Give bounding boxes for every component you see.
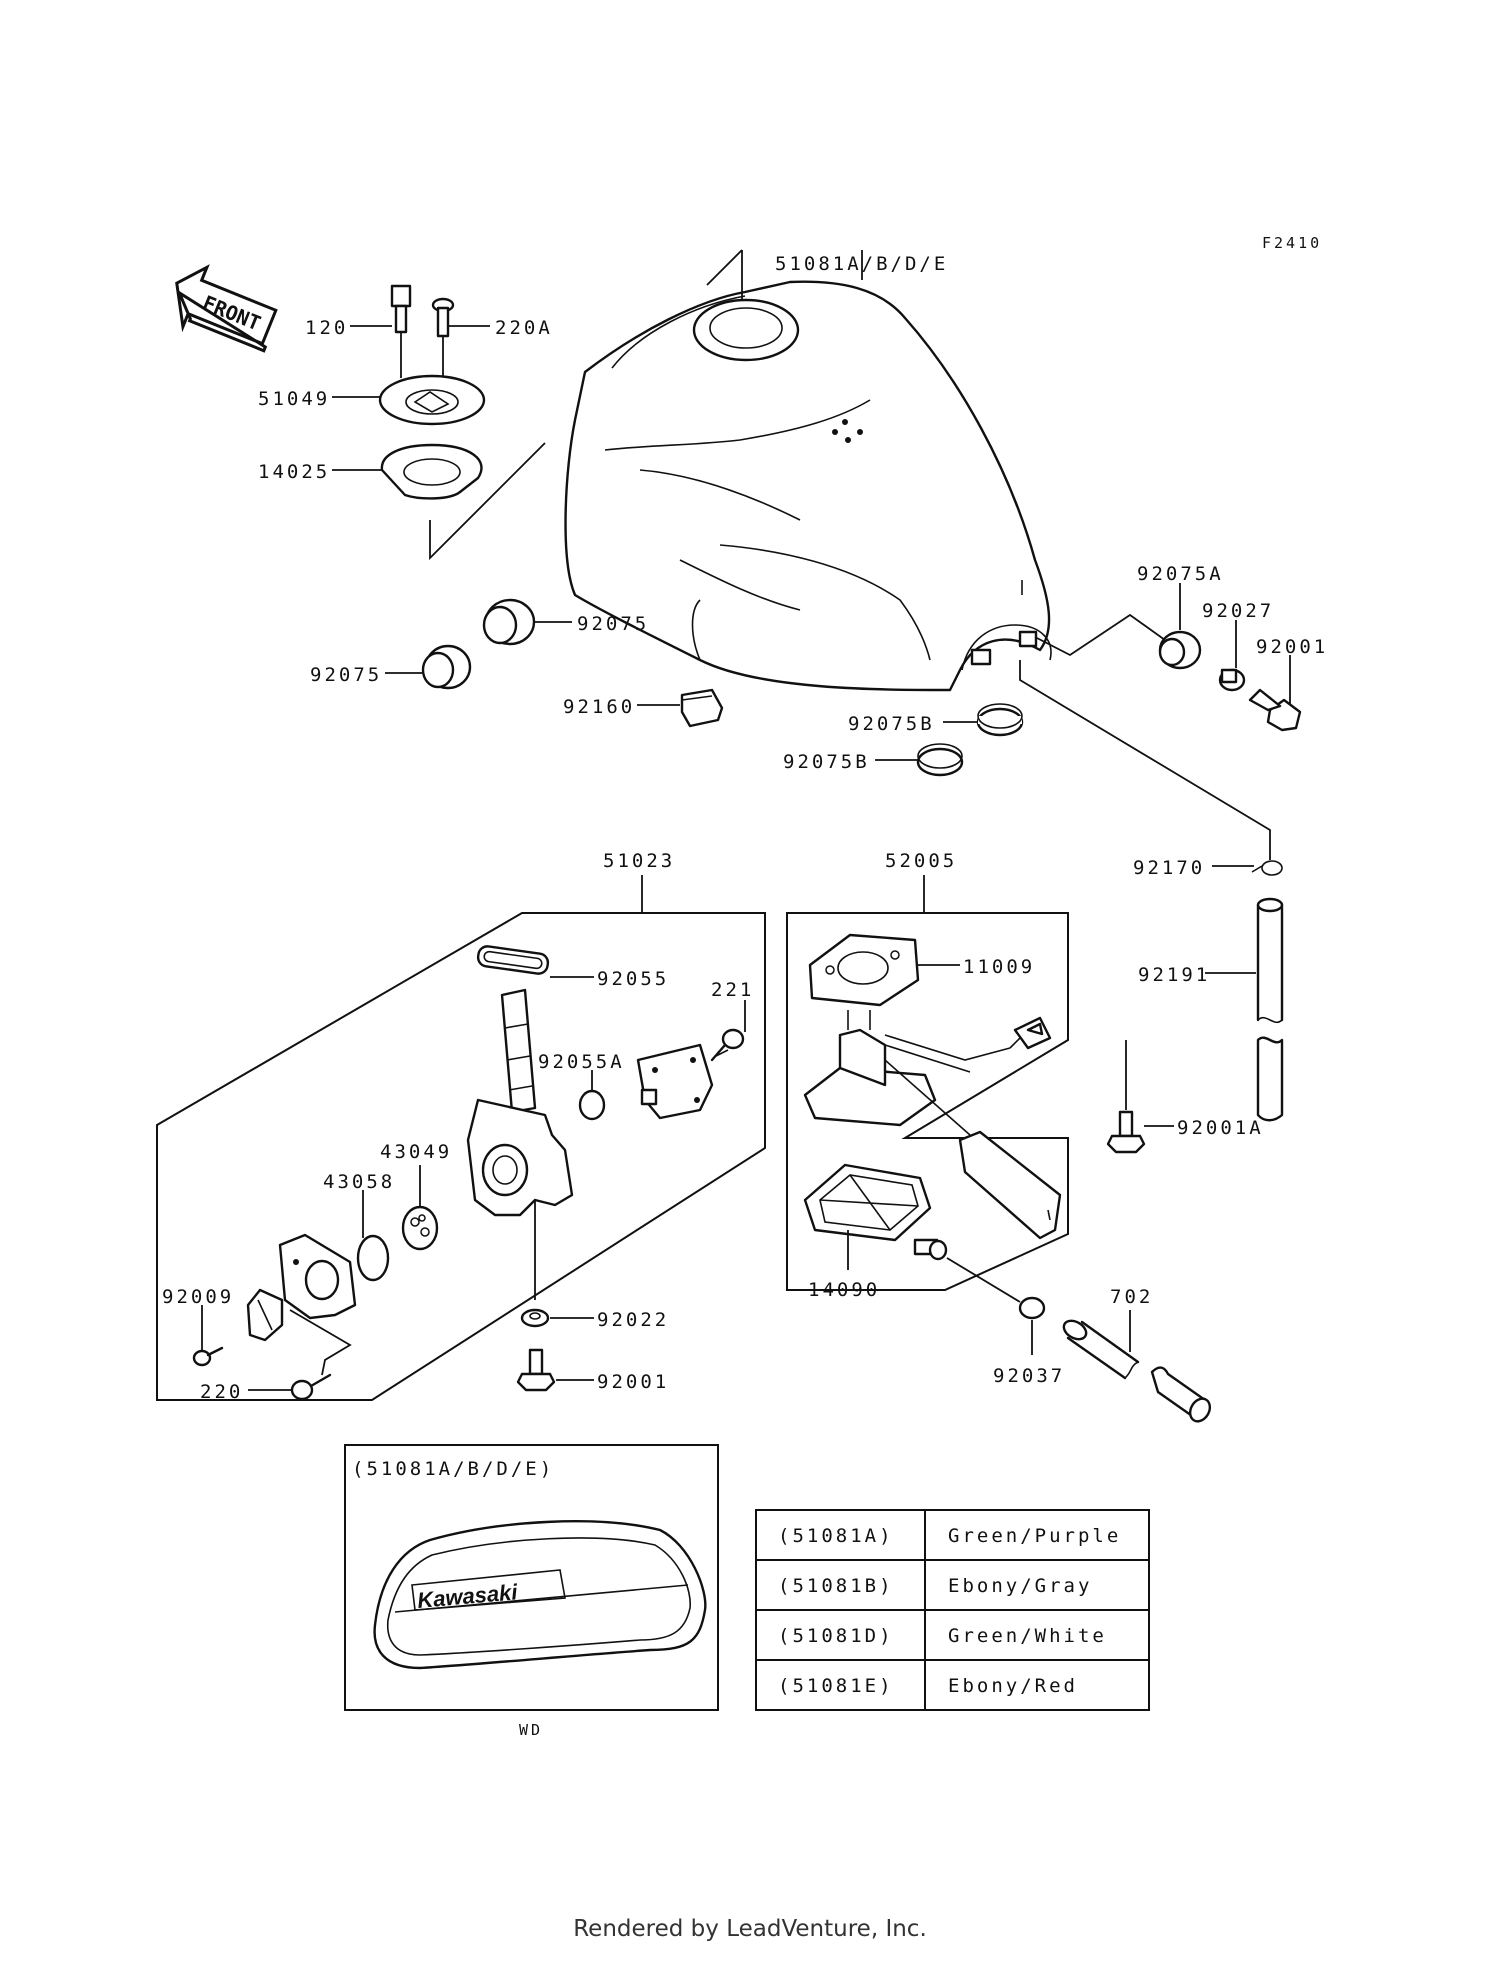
oring-92055A — [578, 1089, 606, 1121]
callout-120: 120 — [305, 317, 348, 339]
hose-702 — [1062, 1319, 1212, 1423]
callout-220: 220 — [200, 1381, 243, 1403]
callout-92001-bottom: 92001 — [597, 1371, 669, 1393]
callout-92009: 92009 — [162, 1286, 234, 1308]
callout-221: 221 — [711, 979, 754, 1001]
callout-92170: 92170 — [1133, 857, 1205, 879]
damper-92075B-upper — [976, 703, 1024, 737]
damper-92075-upper — [482, 598, 536, 646]
color-table: (51081A) Green/Purple (51081B) Ebony/Gra… — [755, 1509, 1150, 1711]
damper-92075B-lower — [916, 743, 964, 777]
table-color-0: Green/Purple — [948, 1525, 1121, 1547]
bolt-92001-bottom — [516, 1348, 556, 1392]
damper-92075-lower — [421, 644, 472, 690]
inset-box — [344, 1444, 719, 1711]
fuel-cock-body — [466, 988, 574, 1300]
fuel-cap-51049 — [378, 374, 486, 426]
callout-51049: 51049 — [258, 388, 330, 410]
damper-92075A — [1158, 630, 1202, 670]
bolt-92001-top — [1248, 688, 1302, 732]
inset-title: (51081A/B/D/E) — [352, 1458, 554, 1480]
callout-tank: 51081A/B/D/E — [775, 253, 948, 275]
callout-92075B-lower: 92075B — [783, 751, 870, 773]
fuel-gauge-unit — [803, 1010, 1062, 1240]
collar-92027 — [1218, 668, 1246, 692]
callout-92001A: 92001A — [1177, 1117, 1264, 1139]
diagram-code: F2410 — [1262, 234, 1322, 252]
table-code-1: (51081B) — [778, 1575, 894, 1597]
table-code-0: (51081A) — [778, 1525, 894, 1547]
callout-92001-top: 92001 — [1256, 636, 1328, 658]
fuel-tank — [564, 280, 1052, 692]
table-color-3: Ebony/Red — [948, 1675, 1078, 1697]
callout-51023: 51023 — [603, 850, 675, 872]
fuel-cock-box — [156, 912, 766, 1401]
callout-92027: 92027 — [1202, 600, 1274, 622]
fuel-gauge-box — [786, 912, 1069, 1291]
callout-43049: 43049 — [380, 1141, 452, 1163]
cap-screw-220A — [431, 297, 455, 338]
footer-credit: Rendered by LeadVenture, Inc. — [573, 1916, 927, 1942]
table-color-1: Ebony/Gray — [948, 1575, 1092, 1597]
callout-14090: 14090 — [808, 1279, 880, 1301]
callout-52005: 52005 — [885, 850, 957, 872]
screw-92009 — [192, 1346, 224, 1367]
callout-92055A: 92055A — [538, 1051, 625, 1073]
lever-knob — [246, 1288, 284, 1342]
inset-caption: WD — [519, 1721, 543, 1739]
oring-92055 — [476, 945, 550, 975]
clamp-92170 — [1251, 860, 1283, 876]
callout-92191: 92191 — [1138, 964, 1210, 986]
callout-92075-upper: 92075 — [577, 613, 649, 635]
table-code-2: (51081D) — [778, 1625, 894, 1647]
callout-92075A: 92075A — [1137, 563, 1224, 585]
filter-14090 — [803, 1163, 948, 1261]
lever-plate — [278, 1233, 357, 1320]
bolt-92001A — [1106, 1110, 1146, 1154]
screw-221 — [710, 1028, 745, 1062]
callout-14025: 14025 — [258, 461, 330, 483]
cap-bolt-120 — [390, 284, 412, 334]
table-code-3: (51081E) — [778, 1675, 894, 1697]
clip-92037 — [1018, 1296, 1046, 1320]
callout-11009: 11009 — [963, 956, 1035, 978]
gasket-14025 — [380, 443, 483, 500]
callout-92037: 92037 — [993, 1365, 1065, 1387]
plate-43049 — [401, 1205, 439, 1251]
front-arrow-icon: FRONT — [175, 264, 278, 353]
table-color-2: Green/White — [948, 1625, 1107, 1647]
callout-43058: 43058 — [323, 1171, 395, 1193]
washer-92022 — [520, 1308, 550, 1328]
callout-92160: 92160 — [563, 696, 635, 718]
pad-92160 — [680, 688, 724, 728]
callout-92075B-upper: 92075B — [848, 713, 935, 735]
callout-92055: 92055 — [597, 968, 669, 990]
callout-702: 702 — [1110, 1286, 1153, 1308]
callout-220A: 220A — [495, 317, 553, 339]
callout-92022: 92022 — [597, 1309, 669, 1331]
oring-43058 — [356, 1234, 390, 1282]
tank-decal-illustration: Kawasaki — [373, 1520, 707, 1670]
gasket-11009 — [808, 933, 920, 1007]
lever-cover — [636, 1043, 714, 1120]
callout-92075-lower: 92075 — [310, 664, 382, 686]
screw-220 — [290, 1373, 332, 1401]
hose-92191 — [1256, 897, 1284, 1122]
